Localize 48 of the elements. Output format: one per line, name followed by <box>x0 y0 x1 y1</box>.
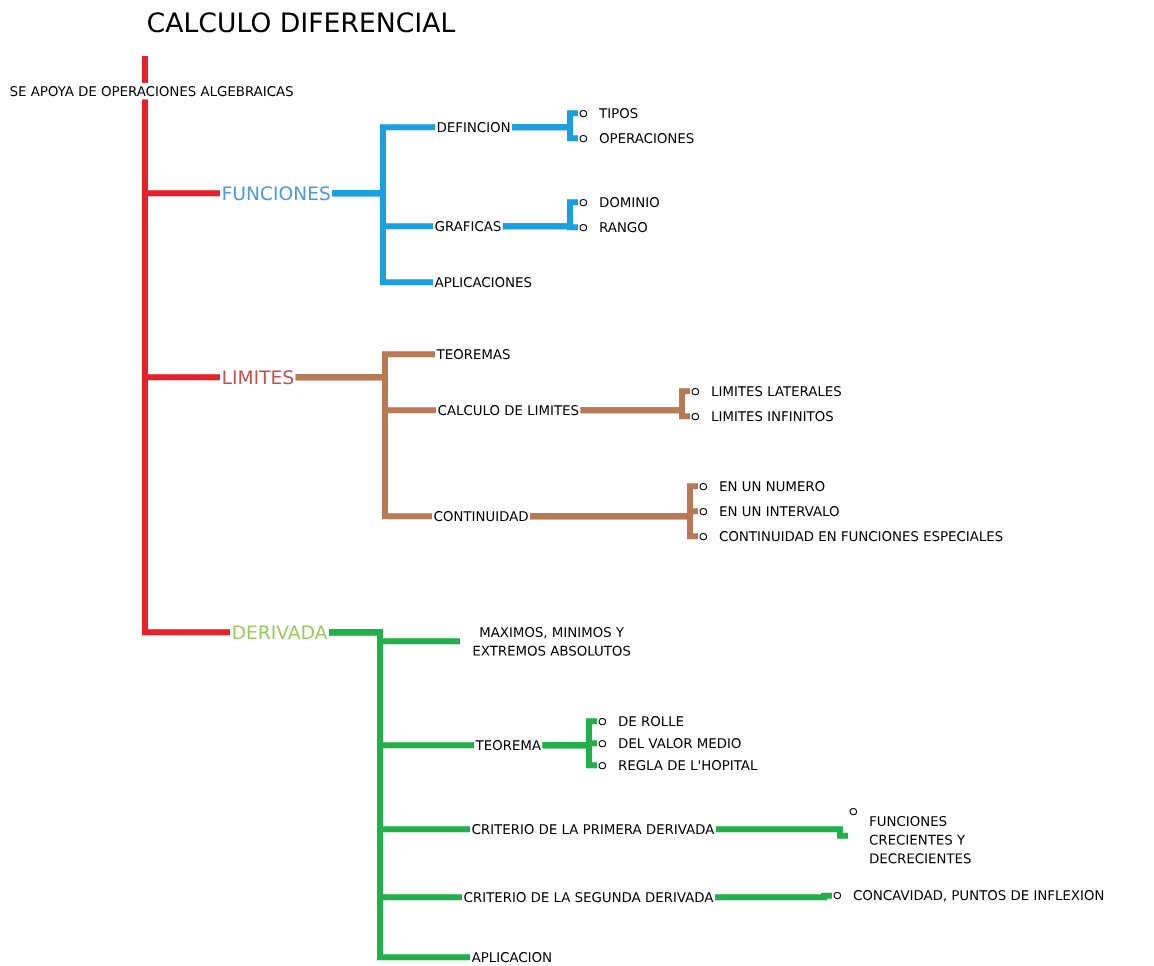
subtitle: SE APOYA DE OPERACIONES ALGEBRAICAS <box>10 86 293 97</box>
bullet-item: DE ROLLE <box>598 716 684 727</box>
topic-label: LIMITES <box>223 370 294 385</box>
bullet-item: CONTINUIDAD EN FUNCIONES ESPECIALES <box>699 531 1003 542</box>
bullet-item: DOMINIO <box>579 197 659 208</box>
subtopic-label: CRITERIO DE LA SEGUNDA DERIVADA <box>464 892 714 903</box>
connector-line <box>530 513 698 540</box>
connector-line <box>329 629 470 961</box>
subtopic-label: GRAFICAS <box>435 221 501 232</box>
subtopic-label: TEOREMAS <box>436 349 510 360</box>
node-label: DOMINIO <box>600 197 659 208</box>
subtopic-label: TEOREMA <box>475 740 541 751</box>
subtopic-label: APLICACION <box>471 952 551 963</box>
title: CALCULO DIFERENCIAL <box>148 12 456 33</box>
connector-line <box>542 742 597 769</box>
connector-line <box>295 374 432 520</box>
bullet-item: OPERACIONES <box>579 133 694 144</box>
bullet-item: LIMITES INFINITOS <box>691 411 833 422</box>
node-label: EN UN NUMERO <box>720 481 825 492</box>
bullet-item: EN UN INTERVALO <box>699 506 839 517</box>
subtopic-label: CALCULO DE LIMITES <box>438 405 579 416</box>
connector-line <box>715 892 832 901</box>
bullet-item: FUNCIONES CRECIENTES Y DECRECIENTES <box>849 807 971 864</box>
subtopic-label: CRITERIO DE LA PRIMERA DERIVADA <box>472 824 715 835</box>
node-label: OPERACIONES <box>599 133 694 144</box>
bullet-item: REGLA DE L'HOPITAL <box>598 760 758 771</box>
bullet-item: EN UN NUMERO <box>699 481 825 492</box>
bullet-item: DEL VALOR MEDIO <box>598 738 741 749</box>
subtopic-label: DEFINCION <box>437 122 510 133</box>
connector-line <box>715 826 848 839</box>
node-label: DE ROLLE <box>619 716 684 727</box>
connector-line <box>580 407 690 420</box>
topic-label: DERIVADA <box>233 625 328 639</box>
subtopic-label: CONTINUIDAD <box>434 511 528 522</box>
connector-line <box>502 223 578 231</box>
connector-line <box>142 53 233 636</box>
subtopic-label: APLICACIONES <box>434 277 532 288</box>
node-label: RANGO <box>600 222 647 233</box>
node-label: FUNCIONES CRECIENTES Y DECRECIENTES <box>869 815 971 864</box>
connector-line <box>332 190 433 286</box>
bullet-item: RANGO <box>579 222 647 233</box>
topic-label: FUNCIONES <box>223 186 330 201</box>
connector-line <box>512 124 578 142</box>
bullet-item: TIPOS <box>579 108 638 119</box>
subtopic-label: MAXIMOS, MINIMOS Y EXTREMOS ABSOLUTOS <box>473 627 631 656</box>
bullet-item: CONCAVIDAD, PUNTOS DE INFLEXION <box>833 890 1104 902</box>
node-label: TIPOS <box>599 108 638 119</box>
bullet-item: LIMITES LATERALES <box>691 386 841 397</box>
